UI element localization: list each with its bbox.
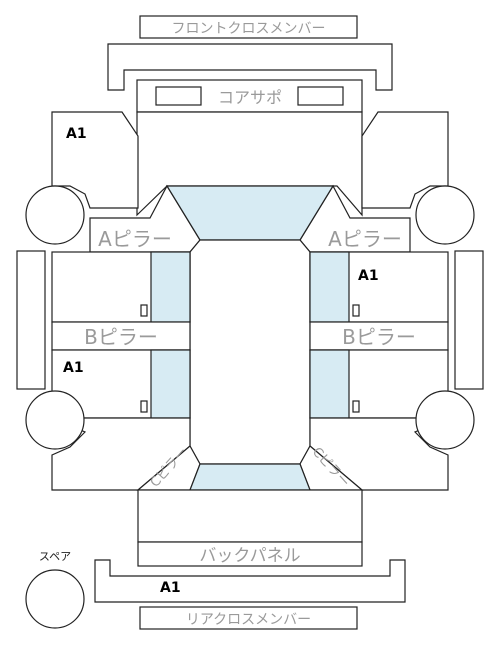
front-cross-member — [107, 43, 393, 91]
front-left-fender-mark: A1 — [66, 126, 87, 142]
core-support-right-slot — [297, 86, 344, 106]
left-rear-door-handle-icon — [140, 400, 148, 413]
trunk — [137, 489, 363, 543]
front-left-wheel — [25, 185, 85, 245]
rear-window — [189, 463, 311, 491]
rear-cross-member-label: リアクロスメンバー — [186, 612, 311, 628]
spare-label: スペア — [39, 550, 71, 563]
b-pillar-right-label: Bピラー — [342, 325, 416, 349]
rear-cross-member-label-box — [139, 606, 358, 630]
hood — [136, 111, 363, 217]
a-pillar-right-label: Aピラー — [328, 227, 402, 251]
b-pillar-left-label: Bピラー — [84, 325, 158, 349]
left-rear-door-mark: A1 — [63, 360, 84, 376]
left-front-door-handle-icon — [140, 304, 148, 317]
rear-cross-member — [94, 559, 406, 603]
rear-cross-member-mark: A1 — [160, 580, 181, 596]
right-rear-door-glass — [309, 349, 350, 419]
core-support-left-slot — [155, 86, 202, 106]
b-pillar-right — [309, 321, 449, 351]
front-cross-member-label-box — [139, 15, 358, 39]
rear-right-wheel — [415, 390, 475, 450]
front-cross-member-label: フロントクロスメンバー — [172, 21, 326, 37]
left-side-step — [16, 250, 46, 390]
left-rear-quarter — [51, 417, 191, 491]
core-support-label: コアサポ — [218, 88, 282, 107]
a-pillar-left-label: Aピラー — [98, 227, 172, 251]
left-rear-door-glass — [150, 349, 191, 419]
roof — [189, 239, 311, 465]
rear-left-wheel — [25, 390, 85, 450]
b-pillar-left — [51, 321, 191, 351]
back-panel-label: バックパネル — [199, 546, 300, 566]
right-front-door-handle-icon — [352, 304, 360, 317]
front-right-wheel — [415, 185, 475, 245]
right-rear-door-handle-icon — [352, 400, 360, 413]
left-front-door-glass — [150, 251, 191, 323]
right-side-step — [454, 250, 484, 390]
spare-tire — [25, 569, 85, 629]
back-panel — [137, 541, 363, 567]
right-front-door-mark: A1 — [358, 268, 379, 284]
right-rear-quarter — [309, 417, 449, 491]
right-front-door-glass — [309, 251, 350, 323]
